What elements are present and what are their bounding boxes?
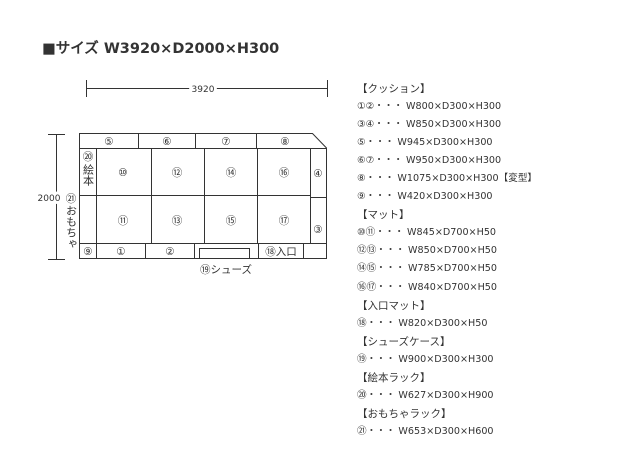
spec-list-item: ⑱・・・ W820×D300×H50	[357, 317, 488, 329]
mat-10-label: ⑩	[118, 167, 127, 179]
cushion-6-label: ⑥	[162, 136, 171, 148]
depth-dimension-line	[48, 134, 65, 260]
spec-list-item: ⑫⑬・・・ W850×D700×H50	[357, 245, 498, 257]
spec-list-item: ⑨・・・ W420×D300×H300	[357, 191, 493, 203]
page-title: ■サイズ W3920×D2000×H300	[42, 41, 280, 57]
mat-11-label: ⑪	[118, 215, 129, 227]
cushion-3-label: ③	[313, 224, 322, 236]
spec-list-item: ⑤・・・ W945×D300×H300	[357, 137, 493, 149]
spec-list-item: ⑩⑪・・・ W845×D700×H50	[357, 227, 497, 239]
spec-section-heading: 【おもちゃラック】	[357, 407, 452, 420]
cushion-4-label: ④	[313, 168, 322, 180]
mat-13-label: ⑬	[172, 215, 183, 227]
spec-list-item: ㉑・・・ W653×D300×H600	[357, 425, 494, 437]
mat-17-label: ⑰	[279, 215, 290, 227]
spec-section-heading: 【マット】	[357, 209, 410, 222]
shoe-case-box	[199, 248, 250, 259]
mat-12-label: ⑫	[172, 167, 183, 179]
width-dimension-line	[86, 80, 328, 97]
cushion-9-label: ⑨	[83, 246, 92, 258]
mat-16-label: ⑯	[279, 167, 290, 179]
spec-list-item: ③④・・・ W850×D300×H300	[357, 119, 502, 131]
spec-list-item: ⑳・・・ W627×D300×H900	[357, 389, 494, 401]
spec-section-heading: 【絵本ラック】	[357, 371, 431, 384]
mat-14-label: ⑭	[226, 167, 237, 179]
spec-section-heading: 【クッション】	[357, 83, 431, 95]
spec-list-item: ⑥⑦・・・ W950×D300×H300	[357, 155, 502, 167]
cushion-7-label: ⑦	[221, 136, 230, 148]
picture-book-rack-label: 絵本	[82, 163, 95, 187]
spec-section-heading: 【入口マット】	[357, 299, 431, 312]
specification-list: 【クッション】 ①②・・・ W800×D300×H300 ③④・・・ W850×D3…	[357, 80, 637, 441]
spec-list-item: ①②・・・ W800×D300×H300	[357, 101, 502, 113]
entrance-mat-label: ⑱入口	[265, 246, 297, 258]
spec-list-item: ⑭⑮・・・ W785×D700×H50	[357, 263, 498, 275]
spec-section-heading: 【シューズケース】	[357, 335, 451, 348]
spec-list-item: ⑯⑰・・・ W840×D700×H50	[357, 281, 498, 293]
depth-dimension-label: 2000	[38, 194, 61, 204]
picture-book-rack-number: ⑳	[83, 151, 94, 163]
width-dimension-label: 3920	[192, 85, 215, 95]
toy-rack-label: おもちゃ	[65, 205, 78, 249]
cushion-5-label: ⑤	[104, 136, 113, 148]
shoe-case-label: ⑲シューズ	[200, 263, 252, 276]
cushion-2-label: ②	[165, 246, 174, 258]
layout-outline	[79, 133, 327, 259]
spec-list-item: ⑲・・・ W900×D300×H300	[357, 353, 494, 365]
mat-15-label: ⑮	[226, 215, 237, 227]
spec-list-item: ⑧・・・ W1075×D300×H300【変型】	[357, 173, 538, 185]
cushion-8-label: ⑧	[280, 136, 289, 148]
cushion-1-label: ①	[116, 246, 125, 258]
toy-rack-number: ㉑	[66, 193, 77, 205]
